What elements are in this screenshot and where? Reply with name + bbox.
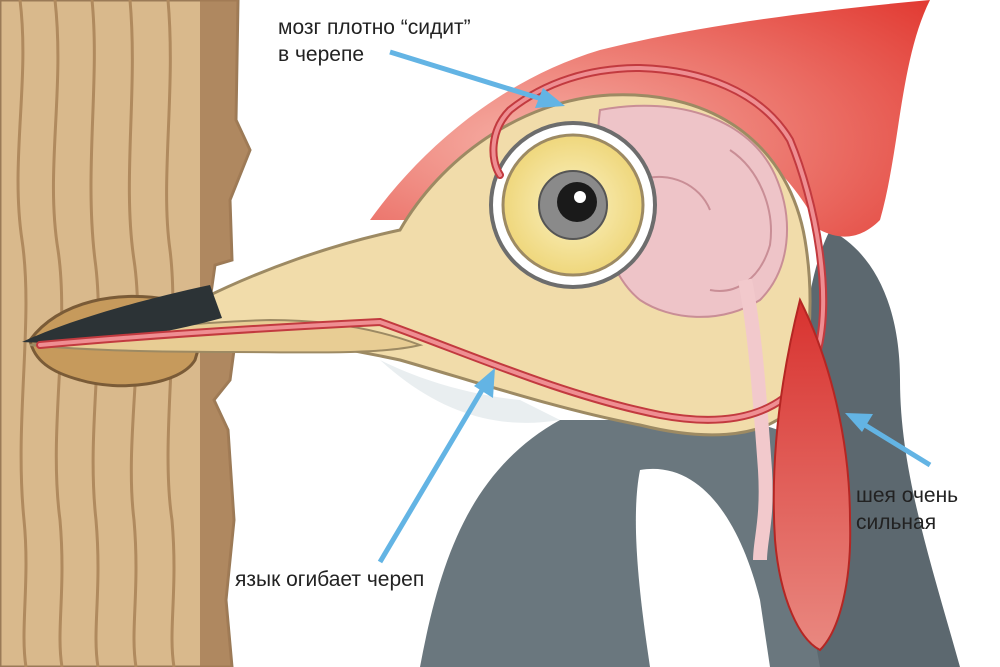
arrow-icon bbox=[845, 413, 873, 432]
neck-muscle bbox=[772, 297, 852, 652]
label-tongue-line1: язык огибает череп bbox=[235, 568, 425, 591]
label-brain-line2: в черепе bbox=[278, 43, 365, 66]
arrow-icon bbox=[474, 368, 495, 398]
annotation-arrows bbox=[377, 49, 932, 564]
label-brain: мозг плотно “сидит” в черепе bbox=[278, 14, 471, 68]
brain bbox=[596, 104, 788, 561]
label-neck-line2: сильная bbox=[856, 511, 937, 534]
label-brain-line1: мозг плотно “сидит” bbox=[278, 16, 471, 39]
arrow-icon bbox=[858, 419, 932, 468]
label-neck: шея очень сильная bbox=[856, 482, 958, 536]
arrow-icon bbox=[389, 49, 546, 103]
eye bbox=[489, 121, 657, 289]
red-crest bbox=[370, 0, 930, 237]
beak-tip bbox=[22, 285, 222, 343]
label-neck-line1: шея очень bbox=[856, 484, 959, 507]
arrow-icon bbox=[377, 383, 488, 564]
arrow-icon bbox=[535, 88, 565, 108]
label-tongue: язык огибает череп bbox=[235, 566, 424, 593]
